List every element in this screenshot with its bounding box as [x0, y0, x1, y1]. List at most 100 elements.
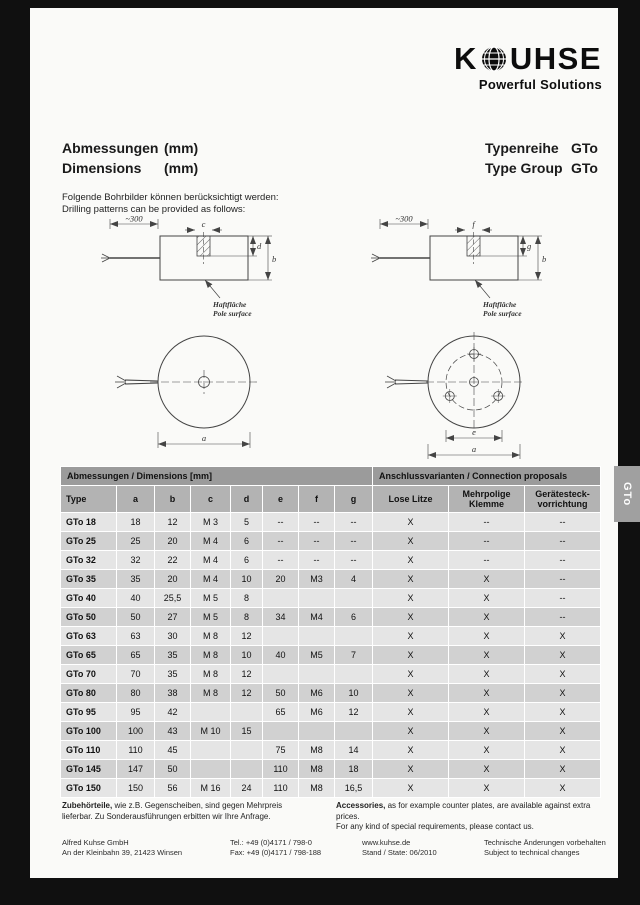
row-cell: 45: [154, 740, 191, 760]
row-cell: 35: [154, 664, 191, 684]
row-cell: X: [524, 683, 602, 703]
dim-g-label: g: [527, 241, 531, 251]
contact-footer: Alfred Kuhse GmbH An der Kleinbahn 39, 2…: [62, 838, 608, 858]
globe-icon: [481, 46, 506, 72]
group-header-connections: Anschlussvarianten / Connection proposal…: [372, 466, 602, 486]
fax-number: Fax: +49 (0)4171 / 798-188: [230, 848, 322, 857]
pole-surface-label-de: Haftfläche: [212, 300, 247, 309]
pole-surface-label-de: Haftfläche: [482, 300, 517, 309]
row-cell: --: [333, 531, 374, 551]
row-cell: M 8: [190, 626, 231, 646]
row-cell: --: [524, 550, 602, 570]
row-cell: X: [448, 626, 526, 646]
row-type: GTo 50: [60, 607, 117, 627]
row-cell: X: [448, 721, 526, 741]
footnote-de-text: wie z.B. Gegenscheiben, sind gegen Mehrp…: [112, 801, 283, 810]
column-header: Type: [60, 485, 117, 513]
brand-tagline: Powerful Solutions: [478, 77, 602, 92]
row-cell: 12: [230, 683, 263, 703]
row-cell: X: [448, 740, 526, 760]
row-cell: --: [524, 607, 602, 627]
series-name: GTo: [571, 140, 598, 156]
dim-a-label: a: [202, 433, 206, 443]
row-cell: X: [372, 607, 450, 627]
row-cell: M 5: [190, 607, 231, 627]
row-cell: X: [524, 759, 602, 779]
row-cell: X: [448, 778, 526, 798]
row-type: GTo 32: [60, 550, 117, 570]
column-header: f: [298, 485, 335, 513]
row-cell: M4: [298, 607, 335, 627]
row-cell: 35: [116, 569, 155, 589]
intro-de: Folgende Bohrbilder können berücksichtig…: [62, 192, 279, 203]
row-cell: 38: [154, 683, 191, 703]
title-en: Dimensions: [62, 160, 142, 176]
row-cell: 25,5: [154, 588, 191, 608]
company-address: An der Kleinbahn 39, 21423 Winsen: [62, 848, 183, 857]
title-de: Abmessungen: [62, 140, 159, 156]
row-cell: X: [372, 664, 450, 684]
changes-en: Subject to technical changes: [484, 848, 580, 857]
row-type: GTo 145: [60, 759, 117, 779]
row-cell: X: [372, 778, 450, 798]
technical-drawings: ~300 c d b Haftfläche Pole surface: [101, 214, 546, 459]
row-cell: 43: [154, 721, 191, 741]
row-cell: [190, 759, 231, 779]
row-cell: 50: [262, 683, 299, 703]
row-cell: 95: [116, 702, 155, 722]
row-cell: M 10: [190, 721, 231, 741]
pole-surface-label-en: Pole surface: [483, 309, 522, 318]
drawing-top-view-left: a: [115, 335, 258, 448]
row-cell: 110: [262, 759, 299, 779]
row-cell: X: [372, 645, 450, 665]
row-cell: X: [448, 683, 526, 703]
row-cell: 12: [333, 702, 374, 722]
row-cell: [333, 588, 374, 608]
phone-block: Tel.: +49 (0)4171 / 798-0 Fax: +49 (0)41…: [230, 838, 362, 858]
row-cell: M 5: [190, 588, 231, 608]
column-header: e: [262, 485, 299, 513]
row-cell: 147: [116, 759, 155, 779]
title-unit: (mm): [164, 160, 199, 176]
row-cell: --: [298, 550, 335, 570]
row-cell: --: [298, 512, 335, 532]
row-cell: X: [524, 778, 602, 798]
row-cell: 110: [116, 740, 155, 760]
row-cell: M 4: [190, 550, 231, 570]
row-cell: X: [372, 588, 450, 608]
drawing-side-view-left: ~300 c d b Haftfläche Pole surface: [101, 214, 276, 318]
table-group-header-row: Abmessungen / Dimensions [mm] Anschlussv…: [59, 466, 602, 486]
row-cell: M 16: [190, 778, 231, 798]
row-cell: --: [524, 512, 602, 532]
row-cell: 15: [230, 721, 263, 741]
row-cell: 63: [116, 626, 155, 646]
row-cell: M5: [298, 645, 335, 665]
row-cell: --: [524, 569, 602, 589]
row-cell: 8: [230, 588, 263, 608]
row-cell: [230, 759, 263, 779]
row-type: GTo 65: [60, 645, 117, 665]
dim-c-label: c: [202, 219, 206, 229]
row-cell: X: [448, 759, 526, 779]
footnote-en-text: as for example counter plates, are avail…: [336, 801, 591, 821]
row-cell: [230, 740, 263, 760]
row-cell: 50: [116, 607, 155, 627]
row-cell: [298, 588, 335, 608]
website: www.kuhse.de: [362, 838, 411, 847]
row-cell: 12: [230, 626, 263, 646]
row-cell: 8: [230, 607, 263, 627]
row-cell: 6: [230, 550, 263, 570]
row-cell: 10: [230, 645, 263, 665]
row-type: GTo 80: [60, 683, 117, 703]
row-cell: [298, 664, 335, 684]
row-cell: 10: [333, 683, 374, 703]
row-cell: --: [448, 531, 526, 551]
dim-d-label: d: [257, 241, 262, 251]
row-cell: 27: [154, 607, 191, 627]
